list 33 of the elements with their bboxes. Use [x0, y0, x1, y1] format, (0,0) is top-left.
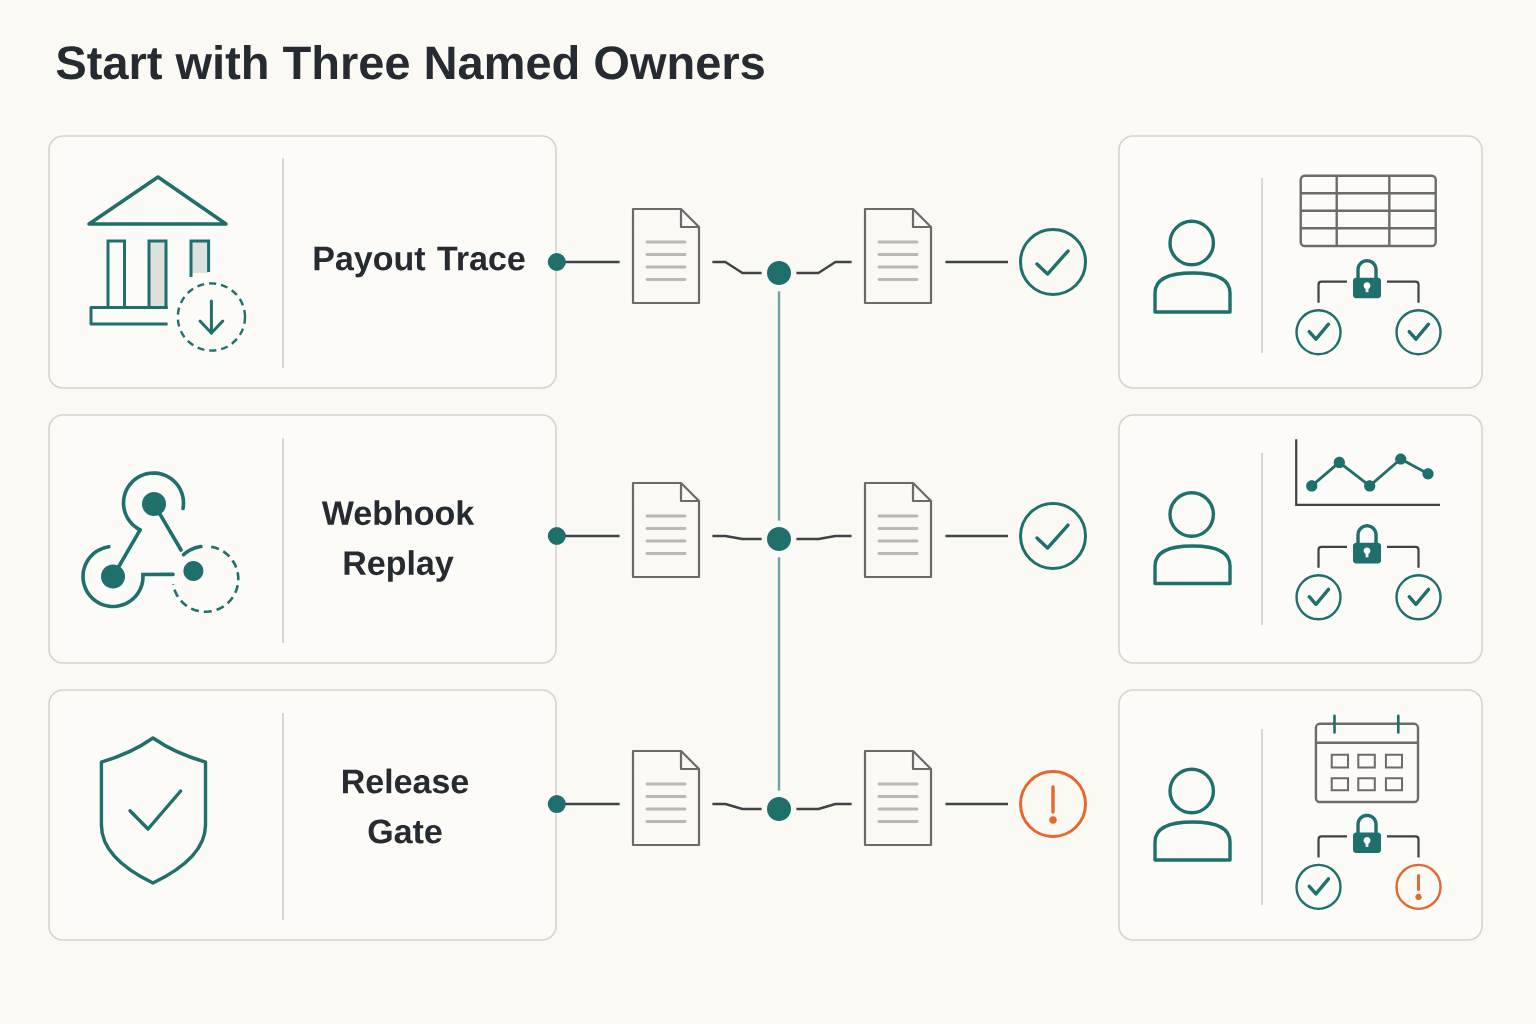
document-icon: [863, 207, 933, 305]
card: [1118, 135, 1483, 389]
document-icon: [863, 749, 933, 847]
alert-circle: [1019, 770, 1087, 838]
check-circle: [1019, 502, 1087, 570]
text-card: Webhook Replay: [48, 414, 557, 664]
connector-line: [945, 534, 1008, 538]
connector-line: [945, 802, 1008, 806]
junction-dot: [767, 527, 791, 551]
connector-line: [777, 557, 781, 791]
text-card: Release Gate: [48, 689, 557, 941]
connector-line: [547, 253, 620, 271]
document-icon: [631, 749, 701, 847]
connector-line: [547, 527, 620, 545]
document-icon: [863, 481, 933, 579]
text-card: Payout Trace: [48, 135, 557, 389]
card: [1118, 689, 1483, 941]
document-icon: [631, 481, 701, 579]
card: [1118, 414, 1483, 664]
connector-line: [796, 534, 852, 541]
connector-line: [796, 802, 852, 811]
connector-line: [712, 534, 762, 541]
document-icon: [631, 207, 701, 305]
connector-line: [712, 260, 762, 275]
title: Start with Three Named Owners: [56, 44, 764, 80]
check-circle: [1019, 228, 1087, 296]
junction-dot: [767, 797, 791, 821]
connector-line: [777, 291, 781, 521]
connector-line: [796, 260, 852, 275]
connector-line: [547, 795, 620, 813]
connector-line: [712, 802, 762, 811]
junction-dot: [767, 261, 791, 285]
connector-line: [945, 260, 1008, 264]
